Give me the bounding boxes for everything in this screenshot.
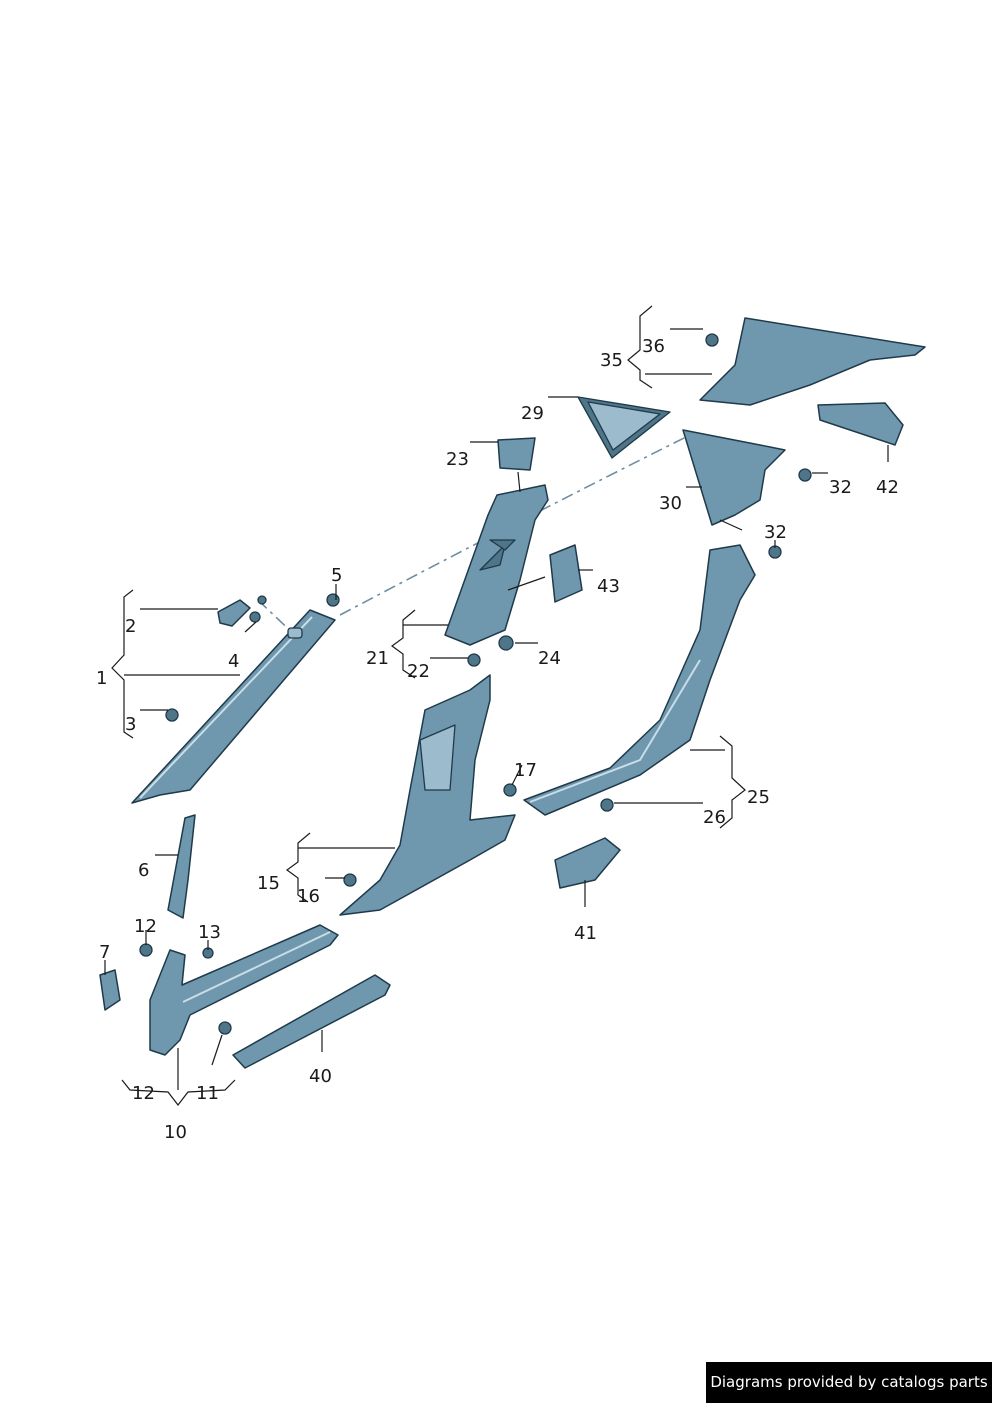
callout-32-lower: 32 <box>764 522 787 543</box>
callout-26: 26 <box>703 807 726 828</box>
trim-part-6 <box>167 814 196 919</box>
clip-part-7 <box>99 969 121 1011</box>
callout-4: 4 <box>228 651 239 672</box>
callout-24: 24 <box>538 648 561 669</box>
callout-32-upper: 32 <box>829 477 852 498</box>
callout-5: 5 <box>331 565 342 586</box>
screw-parts <box>165 593 340 722</box>
clip-16 <box>343 873 357 887</box>
clip-17 <box>503 783 517 797</box>
clip-24 <box>498 635 514 651</box>
front-sill-trim-10 <box>149 924 339 1056</box>
callout-3: 3 <box>125 714 136 735</box>
b-pillar-upper-trim <box>444 484 549 646</box>
callout-25: 25 <box>747 787 770 808</box>
guide-line-2 <box>257 599 301 641</box>
clip-26 <box>600 798 614 812</box>
callout-12-upper: 12 <box>134 916 157 937</box>
quarter-glass-29 <box>577 396 671 459</box>
callout-21: 21 <box>366 648 389 669</box>
callout-17: 17 <box>514 760 537 781</box>
b-pillar-lower-trim <box>339 674 516 916</box>
callout-labels: 1 2 3 4 5 6 7 10 11 12 12 13 15 16 17 21… <box>96 336 899 1143</box>
cover-part-23 <box>497 437 536 471</box>
clip-11 <box>218 1021 232 1035</box>
rear-sill-trim-25 <box>523 544 756 816</box>
bracket-part-43 <box>549 544 583 603</box>
callout-13: 13 <box>198 922 221 943</box>
callout-30: 30 <box>659 493 682 514</box>
callout-23: 23 <box>446 449 469 470</box>
cap-part-2 <box>217 599 251 627</box>
callout-35: 35 <box>600 350 623 371</box>
callout-6: 6 <box>138 860 149 881</box>
callout-16: 16 <box>297 886 320 907</box>
screw-32a <box>798 468 812 482</box>
callout-29: 29 <box>521 403 544 424</box>
leader-lines <box>104 305 889 1106</box>
callout-22: 22 <box>407 661 430 682</box>
callout-1: 1 <box>96 668 107 689</box>
watermark-banner: Diagrams provided by catalogs parts <box>706 1362 992 1403</box>
callout-40: 40 <box>309 1066 332 1087</box>
callout-36: 36 <box>642 336 665 357</box>
clip-22 <box>467 653 481 667</box>
c-pillar-trim-30 <box>682 429 786 526</box>
callout-11: 11 <box>196 1083 219 1104</box>
callout-10: 10 <box>164 1122 187 1143</box>
bracket-part-42 <box>817 402 904 446</box>
rear-trim-35 <box>699 317 926 406</box>
callout-42: 42 <box>876 477 899 498</box>
bracket-part-41 <box>554 837 621 889</box>
callout-7: 7 <box>99 942 110 963</box>
callout-15: 15 <box>257 873 280 894</box>
a-pillar-trim <box>131 609 336 804</box>
bracket-part-40 <box>232 974 391 1069</box>
callout-43: 43 <box>597 576 620 597</box>
callout-12-lower: 12 <box>132 1083 155 1104</box>
callout-41: 41 <box>574 923 597 944</box>
callout-2: 2 <box>125 616 136 637</box>
screw-36 <box>705 333 719 347</box>
screw-12 <box>139 943 153 957</box>
